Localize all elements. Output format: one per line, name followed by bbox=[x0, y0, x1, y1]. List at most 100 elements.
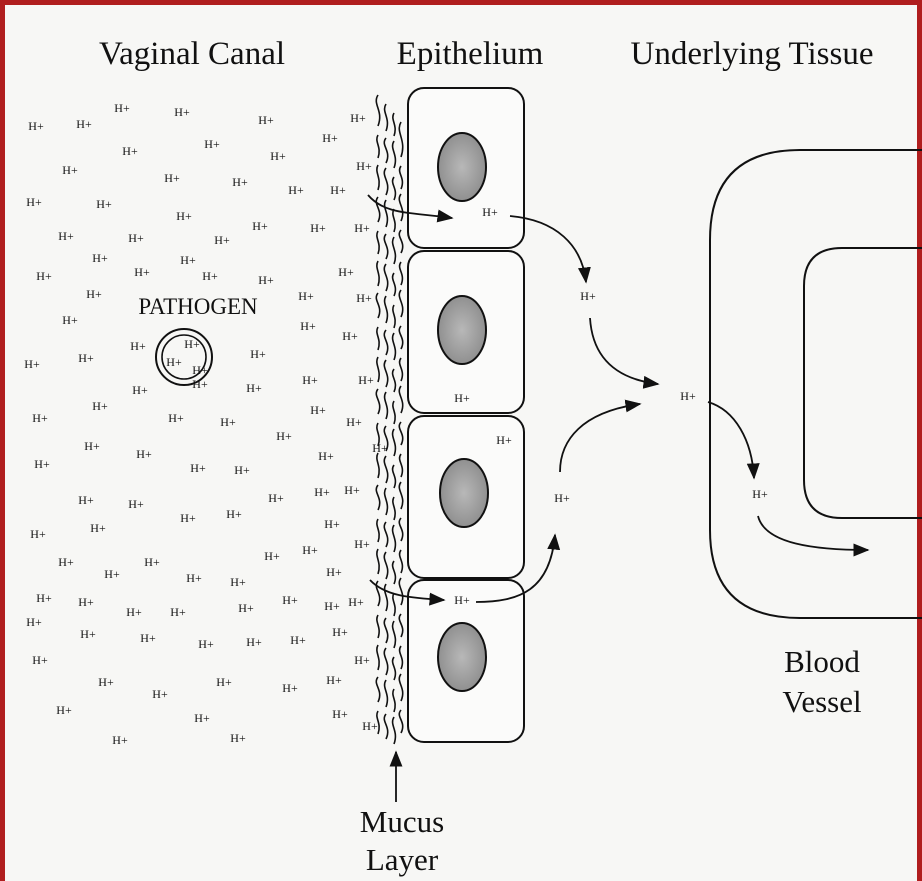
mucus-strand bbox=[384, 234, 387, 259]
hydrogen-ion: H+ bbox=[56, 703, 72, 717]
hydrogen-ion: H+ bbox=[80, 627, 96, 641]
mucus-strand bbox=[384, 618, 387, 643]
blood-vessel-label-line2: Vessel bbox=[782, 684, 861, 719]
mucus-strand bbox=[393, 593, 395, 616]
hydrogen-ion: H+ bbox=[300, 319, 316, 333]
hydrogen-ion: H+ bbox=[104, 567, 120, 581]
hydrogen-ion: H+ bbox=[174, 105, 190, 119]
hydrogen-ion: H+ bbox=[338, 265, 354, 279]
hydrogen-ion: H+ bbox=[310, 403, 326, 417]
mucus-strand bbox=[384, 168, 387, 195]
arrow-to-tissue-center-upper bbox=[590, 318, 658, 384]
mucus-strand bbox=[399, 578, 402, 605]
hydrogen-ion: H+ bbox=[230, 575, 246, 589]
hydrogen-ion: H+ bbox=[482, 205, 498, 219]
hydrogen-ion: H+ bbox=[126, 605, 142, 619]
hydrogen-ion: H+ bbox=[58, 229, 74, 243]
mucus-strand bbox=[400, 262, 403, 285]
hydrogen-ion: H+ bbox=[194, 711, 210, 725]
mucus-strand bbox=[393, 621, 396, 648]
hydrogen-ion: H+ bbox=[136, 447, 152, 461]
hydrogen-ion: H+ bbox=[26, 195, 42, 209]
mucus-strand bbox=[399, 386, 402, 413]
hydrogen-ion: H+ bbox=[26, 615, 42, 629]
hydrogen-ion: H+ bbox=[348, 595, 364, 609]
hydrogen-ion: H+ bbox=[204, 137, 220, 151]
hydrogen-ion: H+ bbox=[186, 571, 202, 585]
hydrogen-ion: H+ bbox=[128, 497, 144, 511]
hydrogen-ion: H+ bbox=[356, 159, 372, 173]
hydrogen-ion: H+ bbox=[252, 219, 268, 233]
mucus-strand bbox=[393, 209, 395, 232]
mucus-strand bbox=[376, 95, 379, 126]
hydrogen-ion: H+ bbox=[84, 439, 100, 453]
mucus-strand bbox=[377, 165, 379, 190]
mucus-strand bbox=[399, 194, 402, 221]
hydrogen-ion: H+ bbox=[302, 543, 318, 557]
mucus-strand bbox=[385, 296, 388, 323]
hydrogen-ion: H+ bbox=[32, 411, 48, 425]
hydrogen-ion: H+ bbox=[232, 175, 248, 189]
hydrogen-ion: H+ bbox=[216, 675, 232, 689]
mucus-strand bbox=[384, 552, 387, 579]
heading-underlying-tissue: Underlying Tissue bbox=[631, 36, 874, 72]
mucus-strand bbox=[377, 327, 379, 350]
heading-vaginal-canal: Vaginal Canal bbox=[99, 36, 285, 72]
hydrogen-ion: H+ bbox=[130, 339, 146, 353]
mucus-strand bbox=[393, 525, 396, 552]
hydrogen-ion: H+ bbox=[214, 233, 230, 247]
hydrogen-ion: H+ bbox=[324, 599, 340, 613]
mucus-layer-label-line1: Mucus bbox=[360, 804, 444, 839]
pathogen-label: PATHOGEN bbox=[138, 294, 258, 319]
mucus-strand bbox=[384, 360, 387, 387]
epithelial-cells bbox=[408, 88, 524, 742]
hydrogen-ion: H+ bbox=[302, 373, 318, 387]
mucus-strand bbox=[385, 200, 388, 227]
mucus-strand bbox=[376, 485, 379, 510]
hydrogen-ion: H+ bbox=[92, 399, 108, 413]
hydrogen-ion: H+ bbox=[76, 117, 92, 131]
cell-nucleus bbox=[438, 133, 486, 201]
hydrogen-ion: H+ bbox=[122, 144, 138, 158]
mucus-strand bbox=[399, 710, 402, 733]
hydrogen-ion: H+ bbox=[98, 675, 114, 689]
mucus-strand bbox=[400, 646, 403, 669]
mucus-strand bbox=[393, 177, 396, 200]
hydrogen-ion: H+ bbox=[36, 591, 52, 605]
hydrogen-ion: H+ bbox=[276, 429, 292, 443]
hydrogen-ion: H+ bbox=[332, 707, 348, 721]
mucus-strand bbox=[393, 717, 396, 744]
mucus-strand bbox=[399, 482, 402, 509]
mucus-strand bbox=[385, 584, 388, 611]
mucus-strand bbox=[400, 358, 403, 381]
mucus-strand bbox=[384, 330, 387, 355]
hydrogen-ion: H+ bbox=[580, 289, 596, 303]
mucus-strand bbox=[399, 122, 402, 157]
hydrogen-ion: H+ bbox=[62, 163, 78, 177]
hydrogen-ion: H+ bbox=[230, 731, 246, 745]
hydrogen-ion: H+ bbox=[78, 493, 94, 507]
hydrogen-ion: H+ bbox=[264, 549, 280, 563]
blood-vessel-inner-wall bbox=[804, 248, 922, 518]
hydrogen-ion: H+ bbox=[198, 637, 214, 651]
mucus-strand bbox=[393, 113, 395, 136]
mucus-strand bbox=[393, 657, 396, 680]
hydrogen-ion: H+ bbox=[246, 635, 262, 649]
hydrogen-ion: H+ bbox=[128, 231, 144, 245]
hydrogen-ion: H+ bbox=[358, 373, 374, 387]
cell-nucleus bbox=[438, 296, 486, 364]
hydrogen-ion: H+ bbox=[330, 183, 346, 197]
mucus-strand bbox=[399, 674, 402, 701]
hydrogen-ion: H+ bbox=[250, 347, 266, 361]
hydrogen-ion: H+ bbox=[34, 457, 50, 471]
hydrogen-ion: H+ bbox=[220, 415, 236, 429]
heading-epithelium: Epithelium bbox=[397, 36, 544, 72]
hydrogen-ion: H+ bbox=[372, 441, 388, 455]
mucus-strand bbox=[384, 264, 387, 291]
mucus-strand bbox=[384, 138, 387, 163]
hydrogen-ion: H+ bbox=[246, 381, 262, 395]
hydrogen-ion: H+ bbox=[176, 209, 192, 223]
mucus-strand bbox=[393, 429, 396, 456]
hydrogen-ion: H+ bbox=[78, 351, 94, 365]
hydrogen-ion: H+ bbox=[326, 565, 342, 579]
